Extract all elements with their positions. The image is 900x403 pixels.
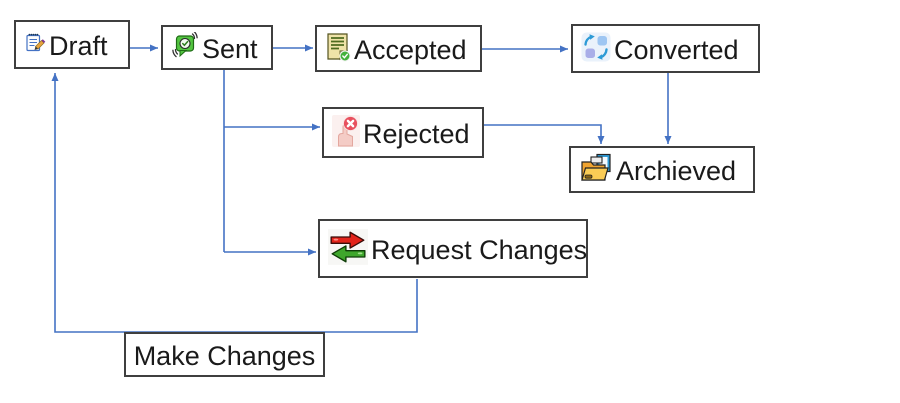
node-label: Archieved — [616, 156, 737, 186]
node-make-changes: Make Changes — [124, 332, 325, 377]
node-converted: Converted — [571, 24, 760, 73]
node-archieved: Archieved — [569, 146, 755, 193]
document-check-icon — [325, 32, 351, 62]
node-draft: Draft — [14, 20, 130, 69]
sent-message-icon — [171, 32, 199, 60]
node-accepted: Accepted — [315, 25, 482, 72]
node-label: Draft — [49, 31, 108, 61]
node-label: Request Changes — [371, 235, 588, 265]
hand-reject-icon — [332, 115, 360, 147]
node-sent: Sent — [161, 25, 273, 70]
exchange-arrows-icon — [328, 229, 368, 265]
convert-sync-icon — [581, 32, 611, 62]
archive-folder-icon — [579, 152, 613, 184]
node-rejected: Rejected — [322, 107, 484, 158]
node-label: Rejected — [363, 119, 470, 149]
edge-rejected-archieved — [484, 124, 605, 144]
node-label: Sent — [202, 34, 258, 64]
node-label: Converted — [614, 35, 739, 65]
node-label: Accepted — [354, 35, 467, 65]
node-label: Make Changes — [133, 341, 316, 371]
notepad-pencil-icon — [24, 32, 46, 54]
node-request-changes: Request Changes — [318, 219, 588, 278]
